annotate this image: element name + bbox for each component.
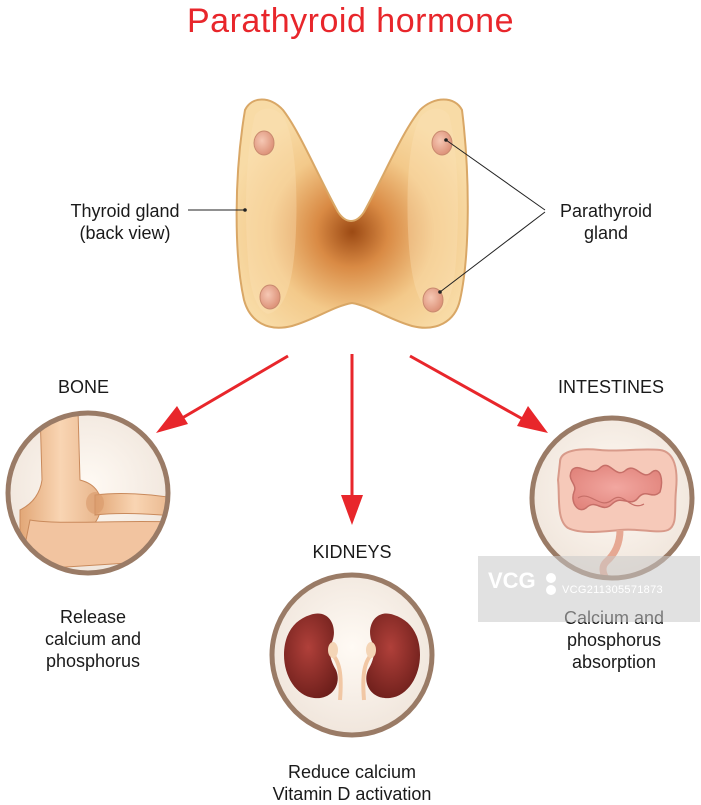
kidneys-heading: KIDNEYS [312, 542, 392, 562]
kidneys-illustration [269, 572, 435, 738]
leader-dot [444, 138, 448, 142]
diagram-title: Parathyroid hormone [186, 2, 514, 40]
watermark-mark-icon [546, 573, 556, 595]
bone-effect-line2: calcium and [44, 629, 142, 649]
bone-illustration [5, 410, 171, 576]
parathyroid-label-line2: gland [583, 223, 629, 243]
arrow-to-bone [156, 354, 289, 433]
bone-effect-line1: Release [59, 607, 127, 627]
intestines-effect-line2: phosphorus [566, 630, 662, 650]
thyroid-label-line2: (back view) [79, 223, 171, 243]
kidneys-effect-line2: Vitamin D activation [272, 784, 432, 804]
parathyroid-upper-left [253, 130, 275, 156]
parathyroid-label-line1: Parathyroid [559, 201, 653, 221]
leader-dot [243, 208, 247, 212]
watermark: VCG VCG211305571873 [478, 556, 700, 622]
intestines-illustration [529, 415, 695, 581]
watermark-logo: VCG [488, 568, 536, 593]
bone-heading: BONE [58, 377, 110, 397]
kidneys-effect-line1: Reduce calcium [287, 762, 417, 782]
watermark-code: VCG211305571873 [562, 584, 663, 596]
leader-dot [438, 290, 442, 294]
parathyroid-upper-right [431, 130, 453, 156]
arrow-to-kidneys [341, 354, 363, 525]
kidneys-effect: Reduce calcium Vitamin D activation [240, 761, 464, 805]
bone-effect-line3: phosphorus [45, 651, 141, 671]
intestines-effect-line3: absorption [571, 652, 657, 672]
arrow-to-intestines [409, 354, 548, 433]
parathyroid-lower-right [422, 287, 444, 313]
thyroid-gland [235, 98, 469, 329]
thyroid-label-line1: Thyroid gland [70, 201, 180, 221]
parathyroid-lower-left [259, 284, 281, 310]
leader-lines [188, 139, 546, 293]
intestines-heading: INTESTINES [558, 377, 665, 397]
bone-effect: Release calcium and phosphorus [28, 606, 158, 672]
